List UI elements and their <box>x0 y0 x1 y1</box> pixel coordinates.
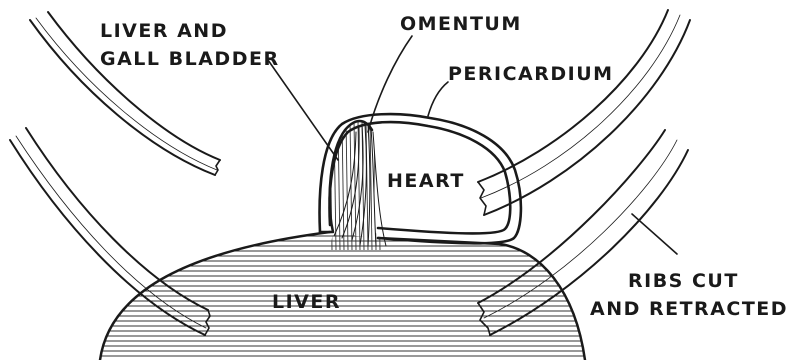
leader-ribs <box>632 214 677 254</box>
hernia-hatch-line <box>378 120 380 250</box>
rib-upper-right <box>478 10 690 215</box>
label-pericardium: PERICARDIUM <box>448 63 614 85</box>
herniated-liver-gall-bladder <box>330 120 386 250</box>
label-liver: LIVER <box>272 291 341 313</box>
label-gall-bladder-line2: GALL BLADDER <box>100 48 280 70</box>
label-liver-and-line1: LIVER AND <box>100 20 228 42</box>
leader-omentum <box>368 36 412 132</box>
label-ribs-cut: RIBS CUT <box>628 270 739 292</box>
label-omentum: OMENTUM <box>400 13 522 35</box>
hernia-hatch-line <box>334 120 336 250</box>
liver-hatching <box>90 236 600 360</box>
label-heart: HEART <box>387 170 465 192</box>
leader-liver-gall-bladder <box>268 60 338 160</box>
label-and-retracted: AND RETRACTED <box>590 298 788 320</box>
leader-pericardium <box>428 82 448 116</box>
hernia-hatch-line <box>346 120 348 250</box>
